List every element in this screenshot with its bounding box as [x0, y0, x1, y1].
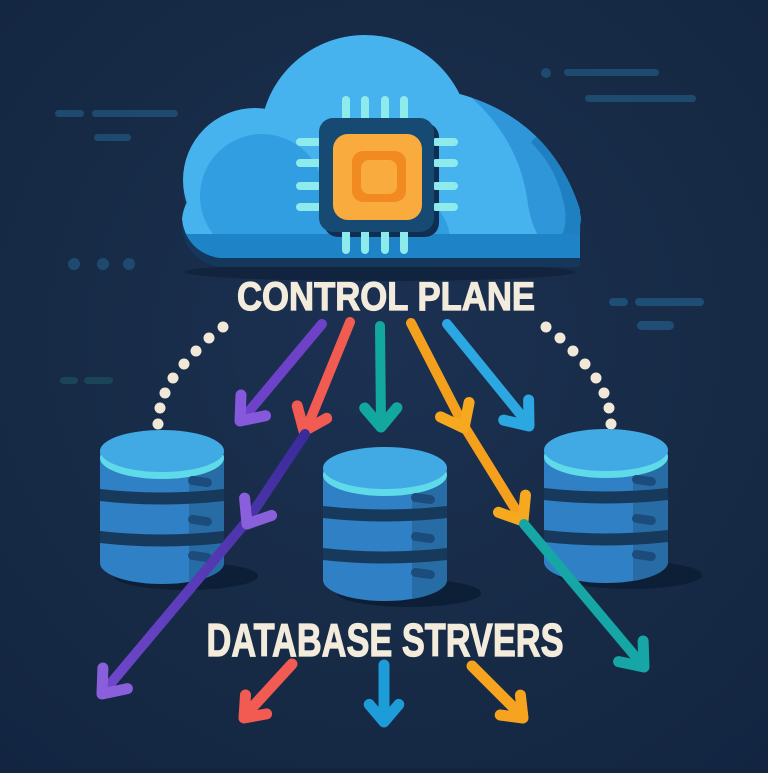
svg-text:DATABASE STRVERS: DATABASE STRVERS [207, 614, 564, 666]
svg-text:CONTROL PLANE: CONTROL PLANE [237, 275, 535, 319]
